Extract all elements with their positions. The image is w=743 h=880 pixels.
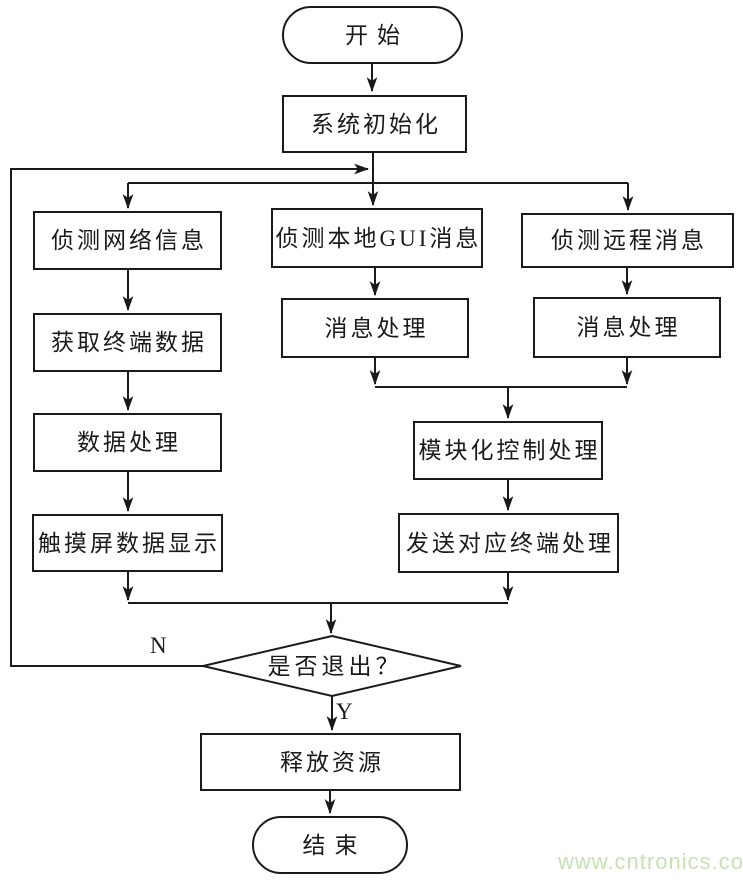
node-touchscreen-display-label: 触摸屏数据显示	[38, 530, 220, 556]
node-detect-remote: 侦测远程消息	[521, 213, 734, 268]
decision-diamond-shape	[202, 634, 462, 698]
node-modular-control: 模块化控制处理	[413, 421, 603, 480]
node-start: 开始	[282, 6, 463, 64]
node-system-init-label: 系统初始化	[311, 111, 441, 137]
node-release-resources: 释放资源	[200, 733, 461, 791]
watermark-text: www.cntronics.com	[558, 849, 743, 874]
node-get-terminal-data: 获取终端数据	[33, 313, 222, 372]
node-release-resources-label: 释放资源	[280, 749, 384, 775]
node-detect-network: 侦测网络信息	[33, 211, 222, 270]
node-modular-control-label: 模块化控制处理	[418, 438, 601, 463]
edge-label-no: N	[150, 633, 167, 658]
node-detect-remote-label: 侦测远程消息	[551, 228, 707, 253]
node-detect-local-gui: 侦测本地GUI消息	[271, 208, 483, 268]
node-detect-local-gui-label: 侦测本地GUI消息	[275, 225, 482, 251]
node-data-processing: 数据处理	[33, 413, 222, 472]
node-end: 结束	[252, 816, 408, 874]
node-message-processing-mid-label: 消息处理	[324, 315, 429, 341]
edge-label-yes: Y	[336, 699, 353, 724]
node-system-init: 系统初始化	[282, 95, 467, 153]
node-touchscreen-display: 触摸屏数据显示	[32, 514, 223, 572]
node-decision-exit-label: 是否退出？	[267, 653, 403, 679]
node-data-processing-label: 数据处理	[77, 430, 181, 455]
node-detect-network-label: 侦测网络信息	[51, 228, 207, 253]
node-start-label: 开始	[345, 22, 409, 48]
node-message-processing-right: 消息处理	[533, 297, 721, 358]
node-message-processing-mid: 消息处理	[281, 298, 469, 358]
node-decision-exit: 是否退出？	[223, 651, 443, 681]
node-send-terminal-label: 发送对应终端处理	[406, 530, 614, 556]
node-get-terminal-data-label: 获取终端数据	[51, 330, 207, 355]
edge-loopback	[10, 163, 370, 667]
node-message-processing-right-label: 消息处理	[576, 315, 681, 340]
node-send-terminal: 发送对应终端处理	[398, 513, 619, 573]
node-end-label: 结束	[302, 832, 367, 858]
